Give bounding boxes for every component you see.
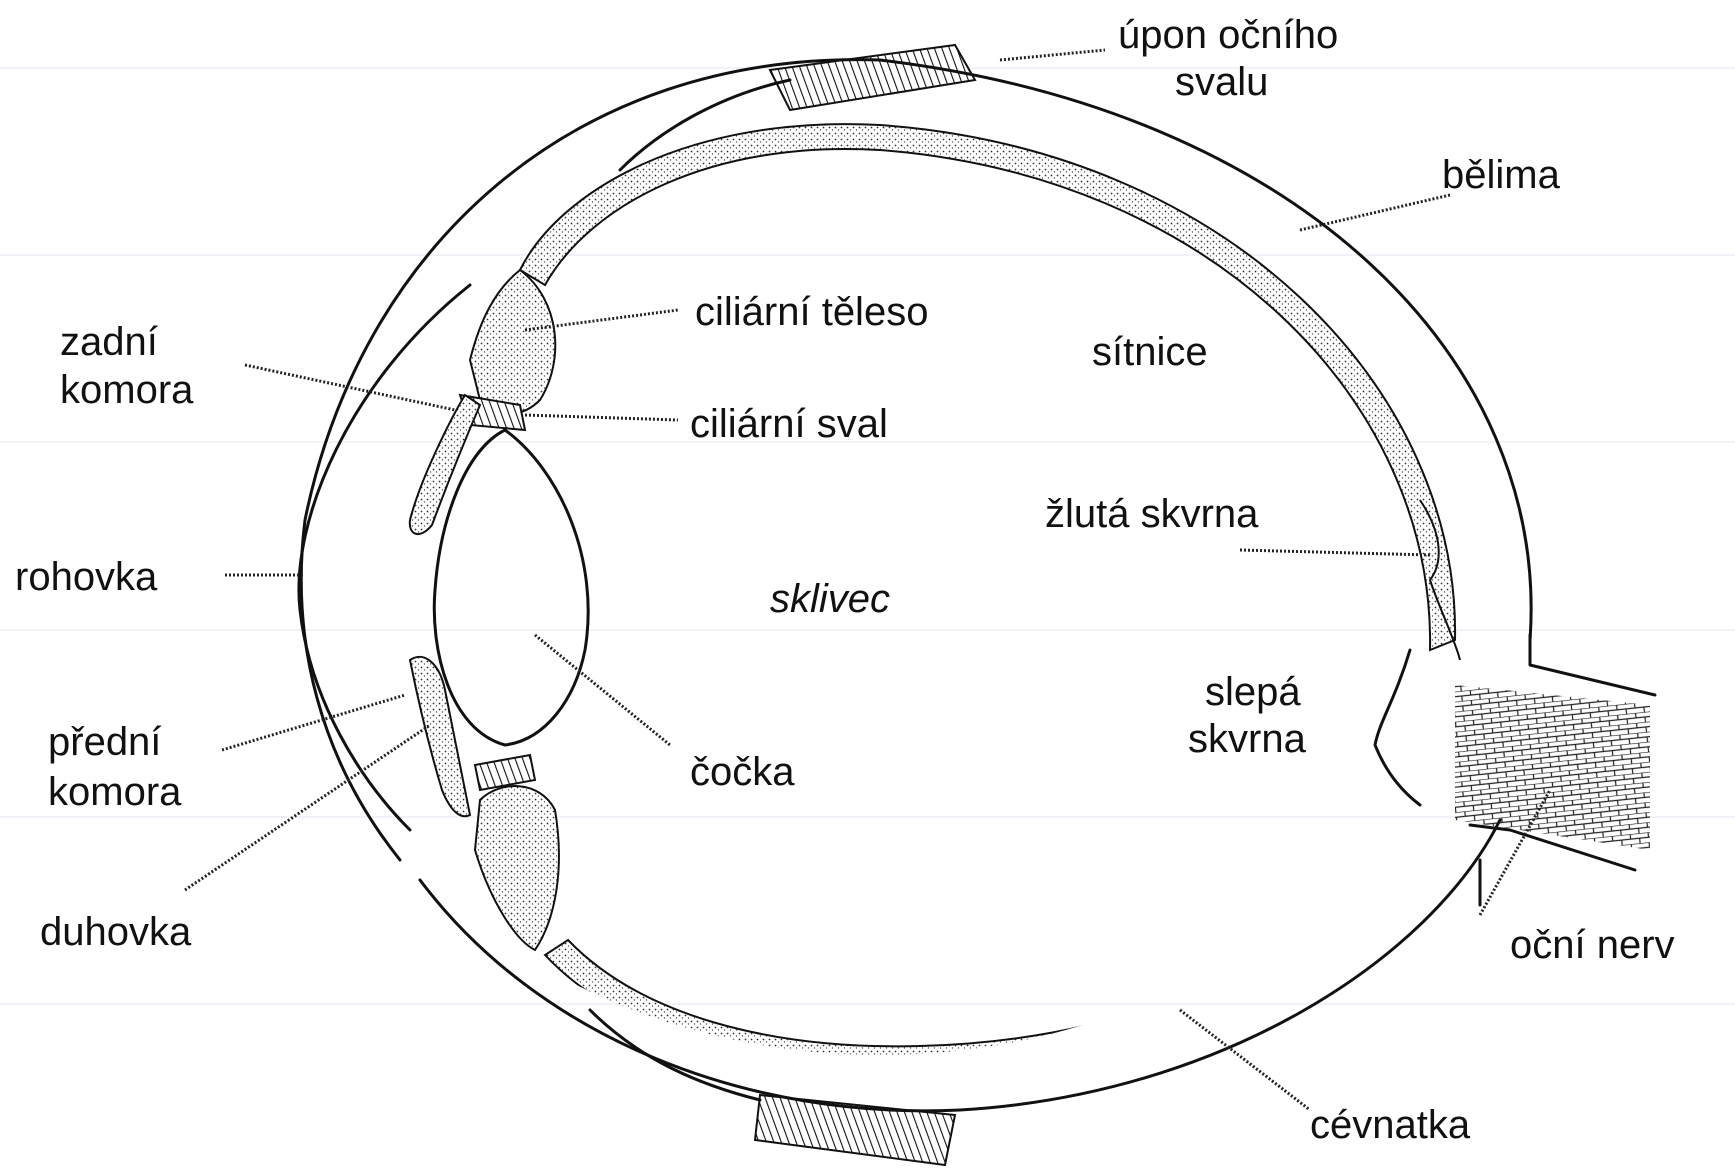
leader-zluta-skvrna	[1240, 550, 1430, 555]
label-slepa-skvrna-line2: skvrna	[1188, 717, 1307, 761]
label-ocni-nerv: oční nerv	[1510, 923, 1675, 967]
leader-cocka	[535, 635, 670, 745]
label-cocka: čočka	[690, 750, 795, 794]
leader-upon	[1000, 50, 1105, 60]
label-duhovka: duhovka	[40, 910, 192, 954]
label-zadni-komora-line1: zadní	[60, 320, 158, 364]
lens	[434, 430, 588, 745]
leader-predni-komora	[222, 695, 405, 750]
sclera	[301, 60, 1531, 1111]
label-slepa-skvrna-line1: slepá	[1205, 670, 1301, 714]
label-predni-komora-line2: komora	[48, 770, 182, 814]
label-upon-line1: úpon očního	[1118, 13, 1338, 57]
label-rohovka: rohovka	[15, 555, 158, 599]
label-ciliarni-sval: ciliární sval	[690, 402, 888, 446]
choroid-retina	[520, 124, 1455, 1070]
leader-ciliarni-sval	[525, 415, 678, 420]
label-upon-line2: svalu	[1175, 60, 1268, 104]
label-zluta-skvrna: žlutá skvrna	[1045, 492, 1259, 536]
label-zadni-komora-line2: komora	[60, 368, 194, 412]
label-belima: bělima	[1442, 153, 1561, 197]
leader-duhovka	[185, 725, 430, 890]
label-ciliarni-teleso: ciliární těleso	[695, 290, 928, 334]
optic-disc	[1375, 650, 1420, 805]
label-predni-komora-line1: přední	[48, 720, 161, 764]
eye-muscle-tendon-bottom	[590, 1010, 955, 1165]
leader-zadni-komora	[245, 365, 455, 410]
label-cevnatka: cévnatka	[1310, 1103, 1471, 1147]
label-sitnice: sítnice	[1092, 330, 1208, 374]
label-sklivec: sklivec	[770, 577, 890, 621]
iris-bottom	[410, 657, 470, 816]
optic-nerve	[1455, 635, 1655, 905]
ciliary-body-bottom	[475, 755, 559, 950]
